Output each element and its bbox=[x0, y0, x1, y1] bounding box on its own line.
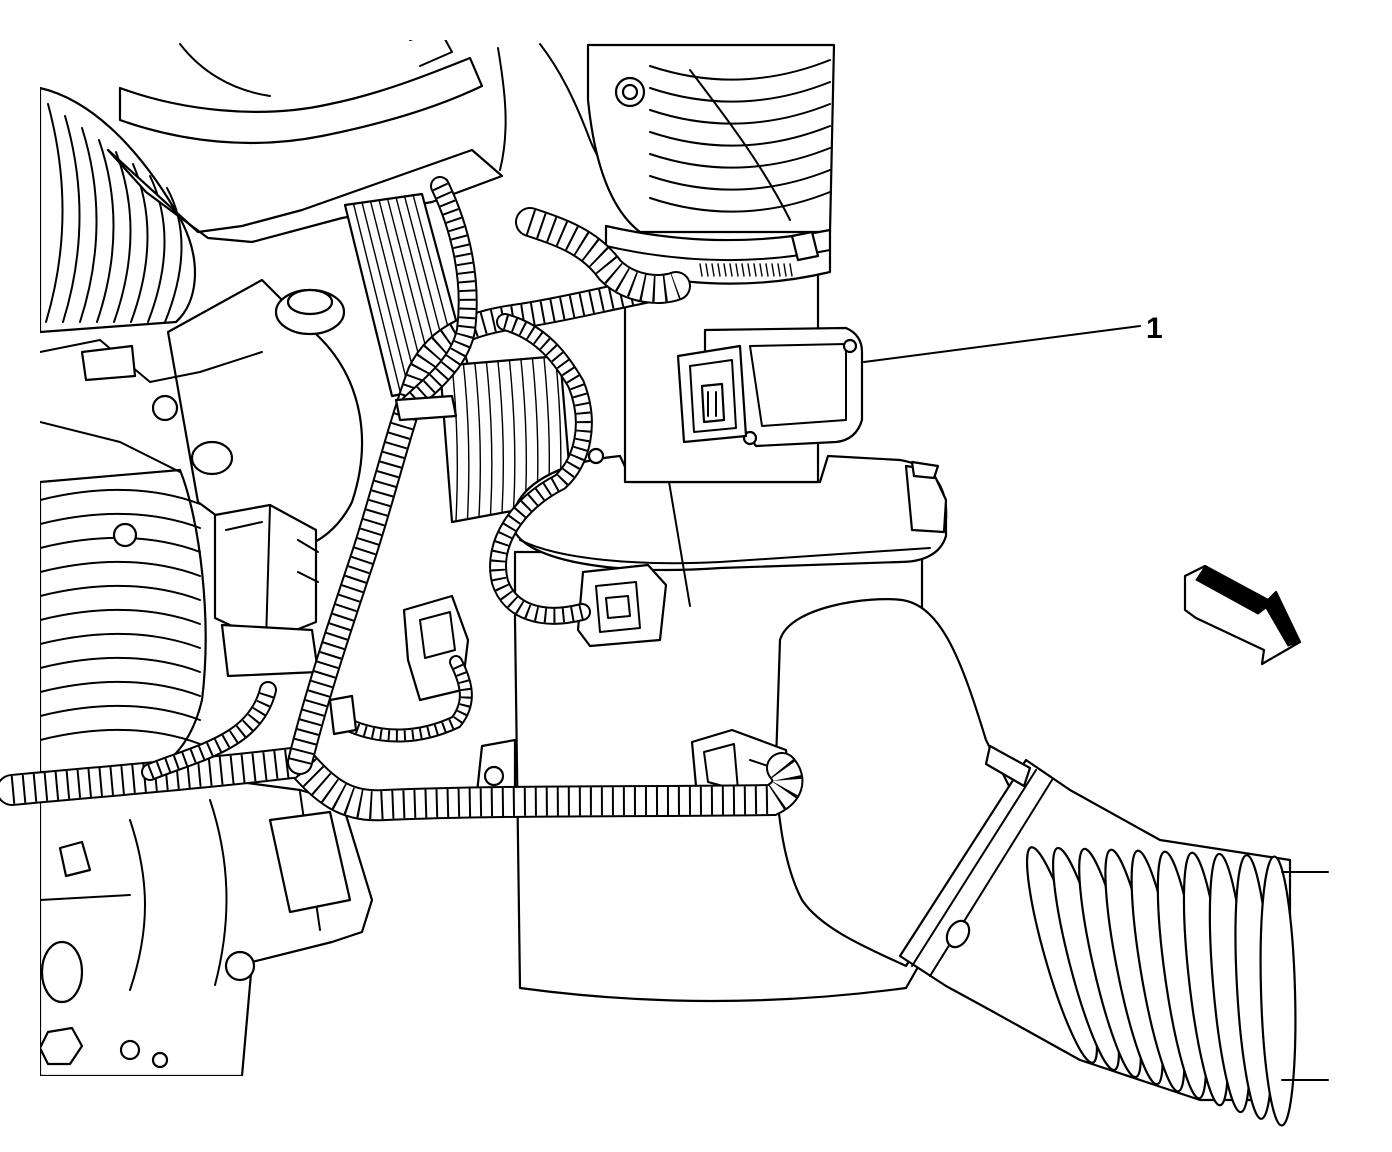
clamp-tick bbox=[771, 263, 775, 277]
duct-fold bbox=[649, 59, 831, 81]
clamp-tick bbox=[705, 263, 709, 277]
harness-clips bbox=[328, 394, 458, 736]
clamp-tick bbox=[711, 263, 715, 277]
head-rib bbox=[40, 488, 201, 505]
plenum-rib bbox=[164, 187, 183, 323]
duct-rib bbox=[497, 361, 505, 513]
duct-fold bbox=[649, 191, 831, 213]
thermostat-housing bbox=[151, 278, 364, 551]
duct-fold bbox=[649, 169, 831, 191]
head-rib bbox=[40, 728, 201, 745]
plenum-rib bbox=[79, 127, 98, 323]
duct-rib bbox=[462, 364, 470, 519]
clamp-tick bbox=[717, 263, 721, 277]
intake-tube bbox=[1281, 871, 1329, 1081]
plenum-rib bbox=[45, 103, 64, 323]
clamp-tick bbox=[699, 263, 703, 277]
head-rib bbox=[40, 704, 201, 721]
maf-connector bbox=[676, 344, 748, 444]
air-cleaner-housing bbox=[474, 399, 1014, 1003]
head-rib bbox=[40, 584, 201, 601]
mass-airflow-sensor bbox=[676, 326, 864, 448]
duct-seam bbox=[689, 69, 791, 221]
intake-bellows bbox=[898, 744, 1329, 1127]
clamp-tick bbox=[759, 263, 763, 277]
duct-rib bbox=[451, 365, 459, 521]
clamp-tick bbox=[753, 263, 757, 277]
bellows-rib bbox=[1259, 855, 1297, 1127]
harness-connector bbox=[576, 563, 668, 648]
solenoid-valve bbox=[213, 503, 320, 678]
clamp-tick bbox=[777, 263, 781, 277]
duct-fold bbox=[649, 81, 831, 103]
callout-label: 1 bbox=[1146, 312, 1163, 345]
head-rib bbox=[40, 560, 201, 577]
duct-rib bbox=[508, 360, 516, 511]
head-rib bbox=[40, 680, 201, 697]
head-rib bbox=[40, 608, 201, 625]
duct-rib bbox=[485, 362, 493, 515]
plenum-rib bbox=[113, 151, 132, 323]
bellows-clamp bbox=[984, 744, 1032, 788]
callout-leader-line bbox=[863, 325, 1141, 363]
clamp-tick bbox=[729, 263, 733, 277]
clamp-tick bbox=[789, 263, 793, 277]
cooler-fin bbox=[361, 201, 411, 394]
callout-1: 1 bbox=[863, 312, 1163, 363]
cooler-fin bbox=[352, 203, 402, 395]
direction-arrow-icon bbox=[1183, 564, 1302, 666]
plenum-rib bbox=[62, 115, 81, 323]
duct-rib bbox=[474, 363, 482, 517]
head-rib bbox=[40, 656, 201, 673]
plenum-rib bbox=[96, 139, 115, 323]
duct-fold bbox=[649, 125, 831, 147]
head-rib bbox=[40, 512, 201, 529]
starter-motor bbox=[40, 780, 374, 1076]
intake-plenum bbox=[40, 86, 197, 334]
duct-fold bbox=[649, 103, 831, 125]
air-intake-duct bbox=[586, 43, 836, 484]
clamp-tick bbox=[783, 263, 787, 277]
head-rib bbox=[40, 632, 201, 649]
wiring-harness bbox=[12, 186, 787, 805]
clamp-tick bbox=[747, 263, 751, 277]
clamp-tick bbox=[735, 263, 739, 277]
cooler-fin bbox=[369, 200, 420, 392]
clamp-tick bbox=[723, 263, 727, 277]
plenum-rib bbox=[147, 175, 166, 323]
clamp-tick bbox=[765, 263, 769, 277]
cylinder-head bbox=[40, 339, 263, 774]
duct-fold bbox=[649, 147, 831, 169]
clamp-tick bbox=[741, 263, 745, 277]
